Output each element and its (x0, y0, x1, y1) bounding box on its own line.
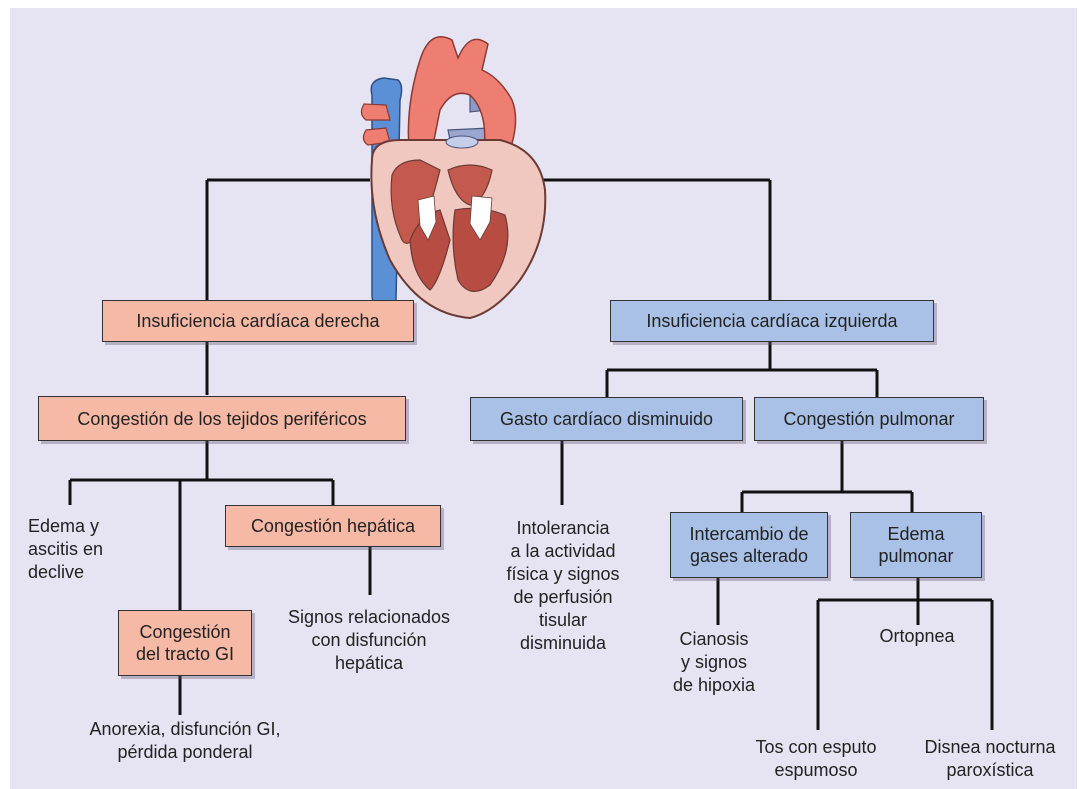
gas-exchange-label: Intercambio de gases alterado (689, 524, 809, 566)
decreased-output-box: Gasto cardíaco disminuido (470, 397, 743, 441)
gas-exchange-box: Intercambio de gases alterado (670, 512, 828, 578)
pulmonary-congestion-label: Congestión pulmonar (783, 409, 955, 429)
edema-ascites-text: Edema y ascitis en declive (28, 516, 104, 582)
peripheral-congestion-label: Congestión de los tejidos periféricos (77, 408, 367, 429)
mitral-valve-shape (469, 195, 493, 241)
pulmonary-edema-box: Edema pulmonar (850, 512, 982, 578)
decreased-output-label: Gasto cardíaco disminuido (499, 409, 714, 429)
left-ventricle-shape (452, 207, 509, 292)
left-heart-failure-label: Insuficiencia cardíaca izquierda (646, 311, 898, 331)
anorexia-text: Anorexia, disfunción GI, pérdida pondera… (89, 719, 281, 762)
right-heart-failure-label: Insuficiencia cardíaca derecha (136, 311, 380, 331)
aortic-valve-shape (445, 135, 479, 149)
pulmonary-edema-label: Edema pulmonar (878, 524, 954, 566)
left-heart-failure-box: Insuficiencia cardíaca izquierda (610, 300, 934, 342)
hepatic-congestion-label: Congestión hepática (250, 516, 416, 536)
hepatic-signs-text: Signos relacionados con disfunción hepát… (287, 607, 451, 673)
cough-text: Tos con esputo espumoso (755, 737, 877, 780)
right-heart-failure-box: Insuficiencia cardíaca derecha (102, 300, 414, 342)
left-atrium-shape (447, 164, 493, 206)
left-vein-shape (360, 103, 391, 121)
peripheral-congestion-box: Congestión de los tejidos periféricos (38, 396, 406, 441)
pulmonary-congestion-box: Congestión pulmonar (754, 397, 984, 441)
tricuspid-valve-shape (417, 195, 437, 241)
gi-congestion-box: Congestión del tracto GI (118, 610, 252, 676)
pnd-text: Disnea nocturna paroxística (924, 737, 1056, 780)
left-vein-shape-2 (362, 127, 391, 146)
hepatic-congestion-box: Congestión hepática (225, 505, 441, 547)
cyanosis-text: Cianosis y signos de hipoxia (672, 629, 756, 695)
intolerance-text: Intolerancia a la actividad física y sig… (506, 518, 620, 653)
gi-congestion-label: Congestión del tracto GI (135, 622, 235, 664)
orthopnea-text: Ortopnea (879, 626, 955, 646)
